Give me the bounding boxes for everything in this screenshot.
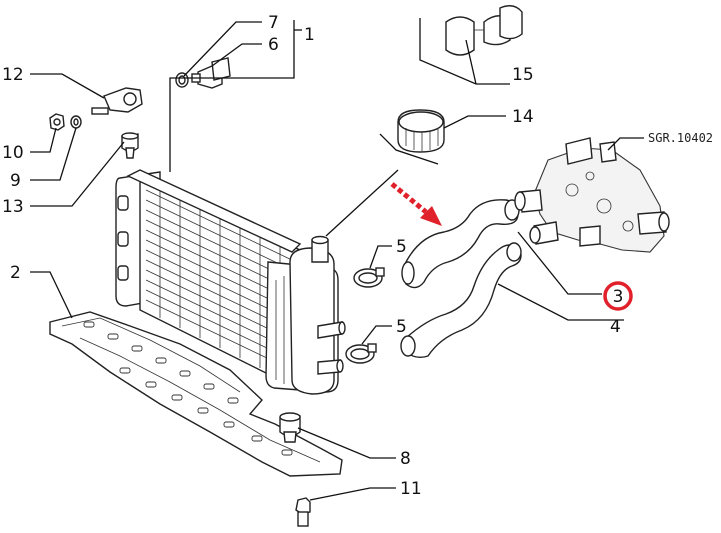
label-8: 8 bbox=[400, 449, 411, 469]
label-9: 9 bbox=[10, 171, 21, 191]
thermostat-housing bbox=[514, 137, 670, 253]
label-5-lower: 5 bbox=[396, 317, 407, 337]
radiator bbox=[115, 169, 346, 395]
hose-clips bbox=[445, 5, 523, 56]
label-13: 13 bbox=[2, 197, 24, 217]
highlighted-callout-3: 3 bbox=[603, 281, 633, 311]
hose-clamp-upper bbox=[353, 267, 385, 288]
label-11: 11 bbox=[400, 479, 422, 499]
lower-rubber-mount bbox=[279, 412, 301, 443]
leader-lines bbox=[30, 18, 644, 501]
upper-radiator-hose bbox=[401, 199, 520, 289]
label-7: 7 bbox=[268, 13, 279, 33]
label-2: 2 bbox=[10, 263, 21, 283]
o-ring bbox=[175, 72, 189, 88]
mounting-bracket bbox=[49, 311, 343, 477]
radiator-cap bbox=[397, 109, 445, 153]
label-14: 14 bbox=[512, 107, 534, 127]
label-10: 10 bbox=[2, 143, 24, 163]
label-6: 6 bbox=[268, 35, 279, 55]
highlight-arrow bbox=[390, 182, 442, 226]
part-labels: 1 2 4 5 5 6 7 8 9 10 11 12 13 14 15 SGR.… bbox=[2, 13, 713, 499]
label-15: 15 bbox=[512, 65, 534, 85]
washer bbox=[70, 115, 82, 129]
label-1: 1 bbox=[304, 25, 315, 45]
label-4: 4 bbox=[610, 317, 621, 337]
rubber-mount bbox=[121, 132, 139, 159]
drawing-reference: SGR.10402 bbox=[648, 131, 713, 145]
label-3: 3 bbox=[613, 287, 624, 307]
label-12: 12 bbox=[2, 65, 24, 85]
hose-clamp-lower bbox=[345, 343, 377, 364]
label-5-upper: 5 bbox=[396, 237, 407, 257]
nut bbox=[49, 113, 65, 131]
bolt bbox=[295, 497, 311, 527]
lower-radiator-hose bbox=[400, 242, 522, 359]
bleed-sensor bbox=[91, 87, 143, 115]
